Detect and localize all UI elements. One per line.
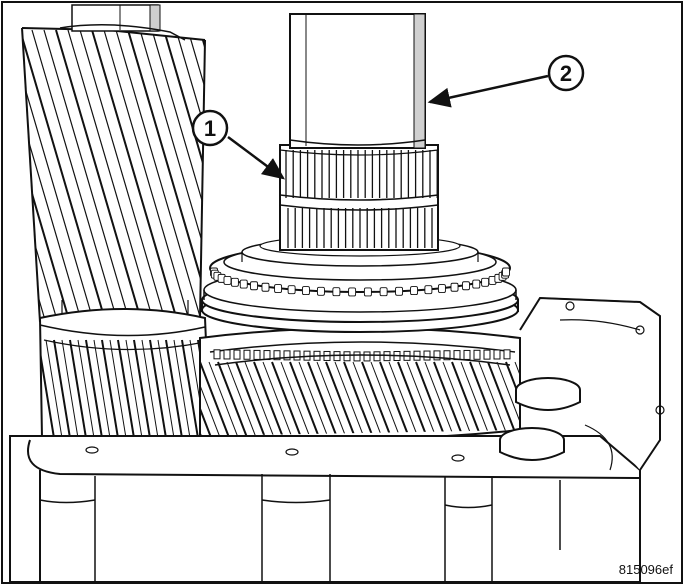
callout-2-label: 2 <box>560 61 572 86</box>
callout-2: 2 <box>427 54 585 108</box>
transmission-case <box>9 435 641 583</box>
output-shaft <box>289 13 426 149</box>
callout-1-label: 1 <box>204 116 216 141</box>
case-right-section <box>499 296 665 471</box>
callout-1: 1 <box>191 109 286 180</box>
splined-sleeve <box>279 144 439 251</box>
input-shaft-gear <box>21 4 206 337</box>
synchronizer-gear-stack <box>199 13 521 441</box>
figure-id: 815096ef <box>619 562 674 577</box>
counter-gear-left <box>38 308 212 440</box>
